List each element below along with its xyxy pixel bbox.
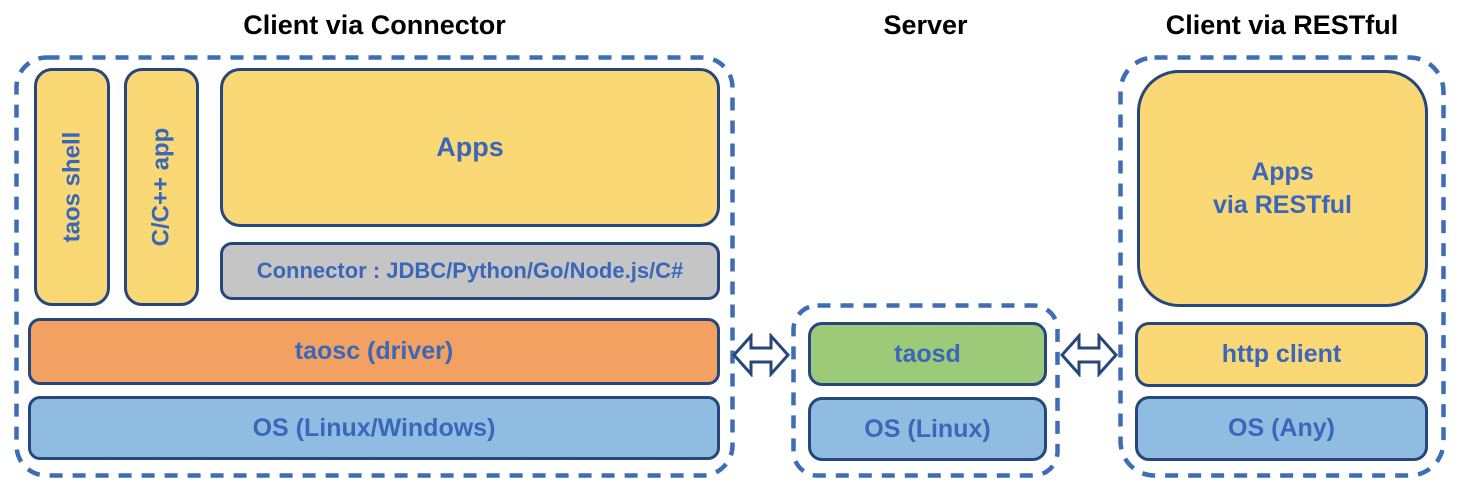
os-linux-windows-label: OS (Linux/Windows) bbox=[252, 413, 496, 442]
bidirectional-arrow-right-icon bbox=[1060, 333, 1118, 377]
box-cpp-app: C/C++ app bbox=[124, 68, 199, 306]
apps-via-restful-label: Apps via RESTful bbox=[1213, 156, 1352, 221]
section-title-server: Server bbox=[883, 10, 968, 40]
apps-label: Apps bbox=[436, 132, 504, 162]
os-linux-label: OS (Linux) bbox=[864, 414, 991, 443]
apps-via-restful-line2: via RESTful bbox=[1213, 190, 1352, 219]
box-apps: Apps bbox=[220, 68, 720, 227]
section-title-client-restful: Client via RESTful bbox=[1165, 10, 1399, 40]
section-title-client-connector: Client via Connector bbox=[243, 10, 506, 40]
http-client-label: http client bbox=[1221, 340, 1342, 368]
taosd-label: taosd bbox=[894, 339, 961, 368]
bidirectional-arrow-left-icon bbox=[732, 333, 790, 377]
client-connector-boundary bbox=[14, 55, 735, 478]
client-restful-boundary bbox=[1118, 55, 1446, 478]
cpp-app-label: C/C++ app bbox=[147, 127, 175, 247]
taosc-driver-label: taosc (driver) bbox=[294, 337, 454, 365]
taos-shell-label: taos shell bbox=[58, 131, 85, 243]
apps-via-restful-line1: Apps bbox=[1251, 158, 1314, 186]
box-os-linux-windows: OS (Linux/Windows) bbox=[28, 396, 720, 460]
box-os-linux: OS (Linux) bbox=[808, 397, 1047, 461]
box-connector: Connector : JDBC/Python/Go/Node.js/C# bbox=[220, 242, 720, 300]
connector-label: Connector : JDBC/Python/Go/Node.js/C# bbox=[256, 258, 684, 283]
box-http-client: http client bbox=[1135, 322, 1428, 387]
box-taosc-driver: taosc (driver) bbox=[28, 318, 720, 385]
os-any-label: OS (Any) bbox=[1228, 414, 1335, 442]
box-taos-shell: taos shell bbox=[34, 68, 110, 306]
box-apps-via-restful: Apps via RESTful bbox=[1137, 70, 1428, 307]
box-os-any: OS (Any) bbox=[1135, 396, 1428, 461]
box-taosd: taosd bbox=[808, 322, 1047, 386]
